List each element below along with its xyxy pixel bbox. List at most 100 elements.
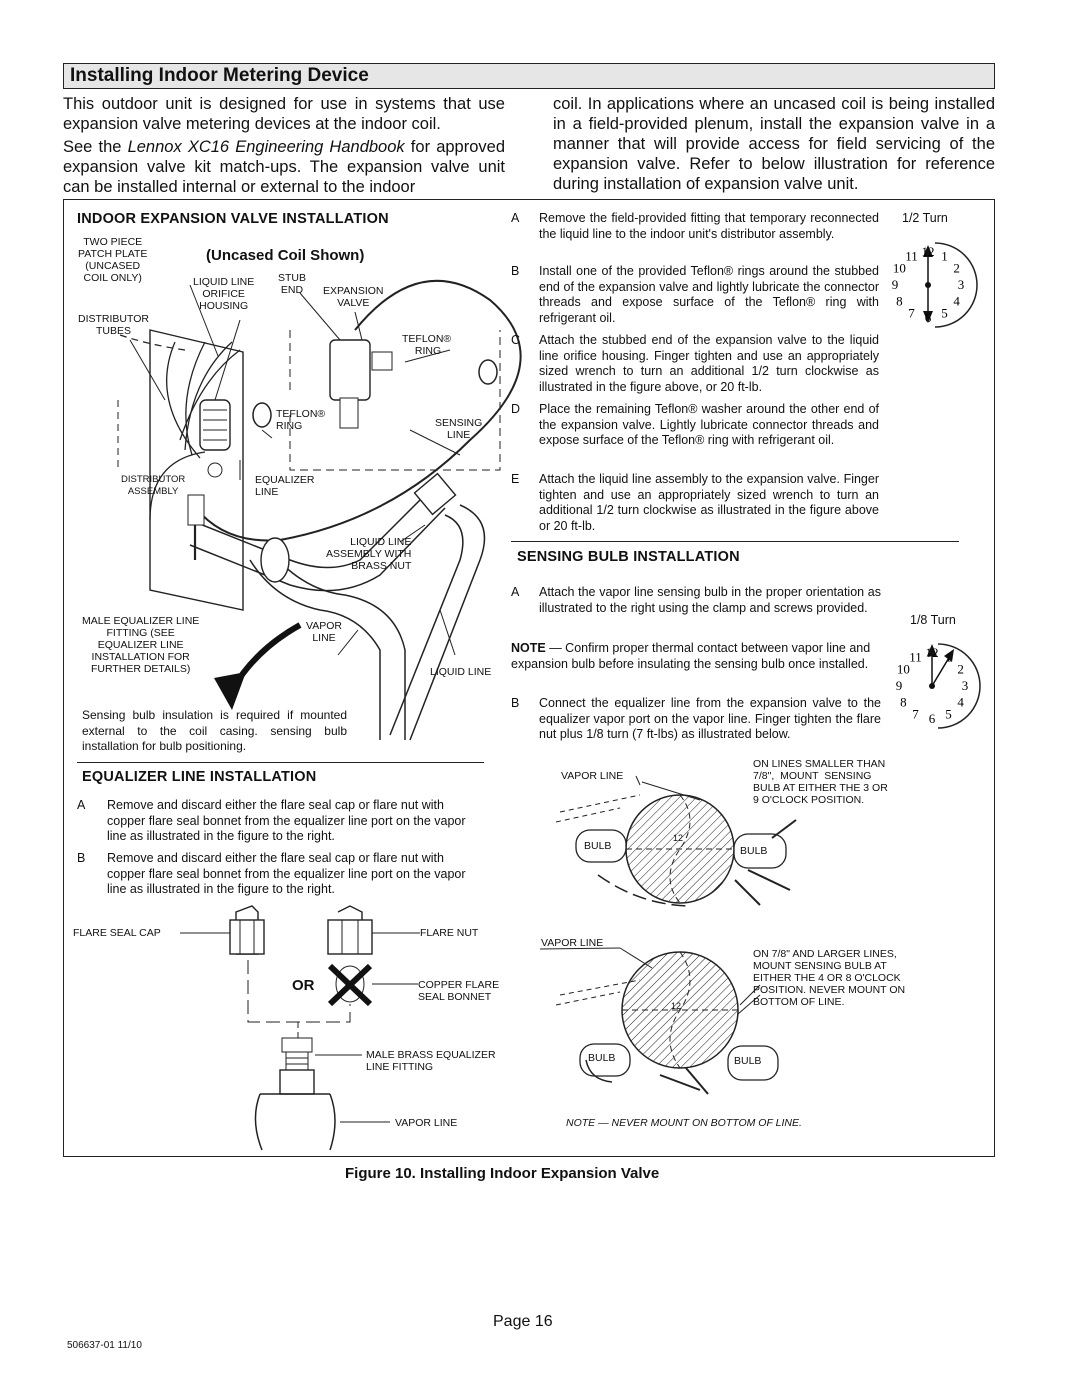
step-a: A Remove the field-provided fitting that…	[511, 211, 881, 261]
clock-numeral: 10	[897, 662, 910, 677]
label-expansion-valve: EXPANSION VALVE	[323, 285, 384, 309]
intro-left-column: This outdoor unit is designed for use in…	[63, 94, 505, 197]
eighth-turn-label: 1/8 Turn	[910, 613, 956, 627]
clock-numeral: 11	[909, 649, 922, 664]
intro-paragraph-1: This outdoor unit is designed for use in…	[63, 95, 505, 133]
clock-numeral: 3	[958, 277, 965, 292]
step-text: Remove and discard either the flare seal…	[107, 798, 466, 843]
step-text: Install one of the provided Teflon® ring…	[539, 264, 879, 325]
divider-equalizer	[77, 762, 484, 763]
step-text: Remove the field-provided fitting that t…	[539, 211, 879, 241]
equalizer-heading: EQUALIZER LINE INSTALLATION	[82, 769, 317, 785]
clock-numeral: 1	[941, 248, 948, 263]
clock-numeral: 12	[922, 244, 935, 259]
step-letter: A	[511, 585, 520, 599]
label-teflon-ring-bottom: TEFLON® RING	[276, 408, 326, 432]
step-letter: C	[511, 333, 521, 347]
section-title: Installing Indoor Metering Device	[63, 63, 995, 89]
clock-numeral: 12	[926, 645, 939, 660]
half-turn-label: 1/2 Turn	[902, 211, 948, 225]
sensing-heading: SENSING BULB INSTALLATION	[517, 549, 740, 565]
clock-numeral: 6	[929, 711, 936, 726]
step-text: Connect the equalizer line from the expa…	[539, 696, 881, 741]
step-b: B Install one of the provided Teflon® ri…	[511, 264, 881, 334]
equalizer-step-b: B Remove and discard either the flare se…	[77, 851, 467, 901]
clock-numeral: 9	[892, 277, 899, 292]
clock-numeral: 10	[893, 261, 906, 276]
label-distributor-tubes: DISTRIBUTOR TUBES	[78, 313, 149, 337]
divider-sensing	[511, 541, 959, 542]
figure-frame	[63, 199, 995, 1157]
bulb2-vapor-line-label: VAPOR LINE	[541, 937, 604, 949]
step-letter: B	[511, 696, 520, 710]
document-number: 506637-01 11/10	[67, 1340, 142, 1351]
bulb1-right-label: BULB	[740, 845, 768, 857]
clock-numeral: 4	[953, 294, 960, 309]
label-male-equalizer-fitting: MALE EQUALIZER LINE FITTING (SEE EQUALIZ…	[82, 615, 200, 675]
insulation-note: Sensing bulb insulation is required if m…	[82, 708, 347, 753]
bulb1-small-lines-note: ON LINES SMALLER THAN 7/8", MOUNT SENSIN…	[753, 758, 888, 806]
sensing-note: NOTE — Confirm proper thermal contact be…	[511, 641, 881, 672]
bulb2-left-label: BULB	[588, 1052, 616, 1064]
indoor-valve-heading: INDOOR EXPANSION VALVE INSTALLATION	[77, 211, 389, 227]
sensing-step-b: B Connect the equalizer line from the ex…	[511, 696, 881, 746]
clock-numeral: 5	[941, 306, 948, 321]
bulb1-twelve-label: 12	[673, 833, 684, 843]
figure-caption: Figure 10. Installing Indoor Expansion V…	[345, 1165, 660, 1182]
clock-numeral: 5	[945, 707, 952, 722]
label-two-piece-patch-plate: TWO PIECE PATCH PLATE (UNCASED COIL ONLY…	[78, 236, 148, 284]
page-number: Page 16	[493, 1313, 553, 1330]
label-stub-end: STUB END	[278, 272, 307, 296]
bulb2-large-lines-note: ON 7/8" AND LARGER LINES, MOUNT SENSING …	[753, 948, 906, 1008]
label-flare-nut: FLARE NUT	[420, 927, 479, 939]
label-equalizer-line: EQUALIZER LINE	[255, 474, 315, 498]
step-letter: B	[511, 264, 520, 278]
label-liquid-line: LIQUID LINE	[430, 666, 492, 678]
label-flare-seal-cap: FLARE SEAL CAP	[73, 927, 161, 939]
label-vapor-line-equalizer: VAPOR LINE	[395, 1117, 458, 1129]
clock-numeral: 4	[957, 695, 964, 710]
clock-numeral: 8	[900, 695, 907, 710]
step-text: Attach the vapor line sensing bulb in th…	[539, 585, 881, 615]
label-distributor-assembly: DISTRIBUTOR ASSEMBLY	[121, 474, 186, 497]
step-text: Place the remaining Teflon® washer aroun…	[539, 402, 879, 447]
intro-p2-start: See the	[63, 138, 128, 156]
label-sensing-line: SENSING LINE	[435, 417, 483, 441]
sensing-step-a: A Attach the vapor line sensing bulb in …	[511, 585, 881, 635]
uncased-coil-subheading: (Uncased Coil Shown)	[206, 247, 365, 264]
clock-numeral: 11	[905, 248, 918, 263]
note-text: — Confirm proper thermal contact between…	[511, 641, 871, 671]
valve-steps: A Remove the field-provided fitting that…	[511, 211, 881, 533]
label-male-brass-fitting: MALE BRASS EQUALIZER LINE FITTING	[366, 1049, 496, 1073]
intro-paragraph-3: coil. In applications where an uncased c…	[553, 95, 995, 193]
clock-numeral: 2	[957, 662, 964, 677]
bulb1-left-label: BULB	[584, 840, 612, 852]
step-d: D Place the remaining Teflon® washer aro…	[511, 402, 881, 472]
step-text: Attach the stubbed end of the expansion …	[539, 333, 879, 394]
handbook-title: Lennox XC16 Engineering Handbook	[127, 138, 405, 156]
step-letter: B	[77, 851, 86, 865]
clock-numeral: 9	[896, 678, 903, 693]
step-letter: A	[77, 798, 86, 812]
label-copper-flare: COPPER FLARE SEAL BONNET	[418, 979, 500, 1003]
label-liquid-line-assembly: LIQUID LINE ASSEMBLY WITH BRASS NUT	[326, 536, 412, 572]
bulb1-vapor-line-label: VAPOR LINE	[561, 770, 624, 782]
step-letter: D	[511, 402, 521, 416]
clock-numeral: 8	[896, 294, 903, 309]
or-label: OR	[292, 977, 315, 994]
step-text: Attach the liquid line assembly to the e…	[539, 472, 879, 533]
clock-numeral: 2	[953, 261, 960, 276]
step-text: Remove and discard either the flare seal…	[107, 851, 466, 896]
never-mount-note: NOTE — NEVER MOUNT ON BOTTOM OF LINE.	[566, 1117, 802, 1129]
label-teflon-ring-top: TEFLON® RING	[402, 333, 452, 357]
step-letter: A	[511, 211, 520, 225]
label-vapor-line: VAPOR LINE	[306, 620, 342, 644]
step-c: C Attach the stubbed end of the expansio…	[511, 333, 881, 403]
clock-numeral: 3	[962, 678, 969, 693]
intro-p2-end: for approved expansion valve kit match-u…	[63, 138, 505, 196]
